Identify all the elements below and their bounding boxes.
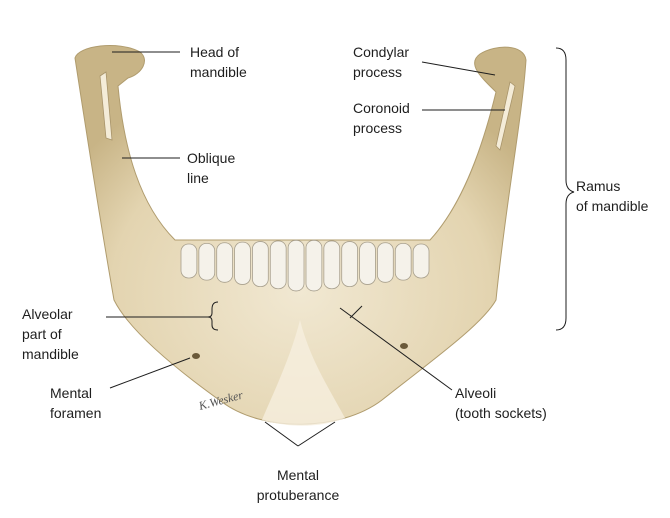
label-head-of-mandible: Head of mandible — [190, 42, 247, 82]
label-alveoli: Alveoli (tooth sockets) — [455, 383, 547, 423]
tooth — [287, 239, 305, 292]
tooth — [323, 240, 341, 290]
tooth — [359, 241, 376, 285]
leader-protuberance-right — [297, 421, 336, 447]
label-coronoid-process: Coronoid process — [353, 98, 410, 138]
label-line: process — [353, 120, 403, 136]
label-line: mandible — [190, 64, 247, 80]
tooth — [377, 242, 394, 283]
label-line: mandible — [22, 346, 79, 362]
label-line: Ramus — [576, 178, 621, 194]
label-oblique-line: Oblique line — [187, 148, 235, 188]
label-mental-protuberance: Mental protuberance — [248, 465, 348, 505]
label-line: Condylar — [353, 44, 410, 60]
label-line: Head of — [190, 44, 240, 60]
label-alveolar-part: Alveolar part of mandible — [22, 304, 79, 364]
label-line: Mental — [50, 385, 93, 401]
tooth — [180, 243, 198, 279]
ramus-bracket — [555, 47, 575, 331]
label-line: Mental — [276, 467, 320, 483]
tooth — [216, 242, 233, 283]
tooth — [341, 241, 358, 288]
leader-lines — [106, 47, 575, 447]
tooth — [269, 240, 287, 290]
tooth — [234, 241, 251, 285]
label-ramus: Ramus of mandible — [576, 176, 648, 216]
alveolar-brace — [207, 301, 219, 331]
leader-condylar — [421, 61, 496, 76]
label-condylar-process: Condylar process — [353, 42, 409, 82]
label-line: of mandible — [576, 198, 649, 214]
label-line: Coronoid — [353, 100, 410, 116]
leader-protuberance-left — [264, 421, 299, 447]
label-line: Alveolar — [22, 306, 73, 322]
tooth — [412, 243, 430, 279]
mental-foramen-left — [192, 353, 200, 359]
label-line: Oblique — [187, 150, 236, 166]
leader-alveoli-2 — [349, 305, 363, 319]
mandible-bone — [74, 45, 527, 425]
label-line: part of — [22, 326, 62, 342]
label-line: foramen — [50, 405, 102, 421]
label-line: process — [353, 64, 403, 80]
leader-foramen — [109, 357, 191, 389]
tooth — [198, 242, 216, 281]
label-mental-foramen: Mental foramen — [50, 383, 101, 423]
mental-foramen-right — [400, 343, 408, 349]
tooth — [252, 241, 269, 288]
coronoid-right — [495, 81, 516, 151]
tooth — [305, 239, 323, 292]
teeth-row — [180, 239, 430, 292]
leader-alveoli-1 — [339, 307, 453, 391]
label-line: line — [187, 170, 209, 186]
label-line: (tooth sockets) — [455, 405, 547, 421]
label-line: protuberance — [256, 487, 340, 503]
label-line: Alveoli — [455, 385, 497, 401]
tooth — [394, 242, 412, 281]
chin-highlight — [262, 320, 345, 426]
coronoid-left — [99, 71, 113, 141]
